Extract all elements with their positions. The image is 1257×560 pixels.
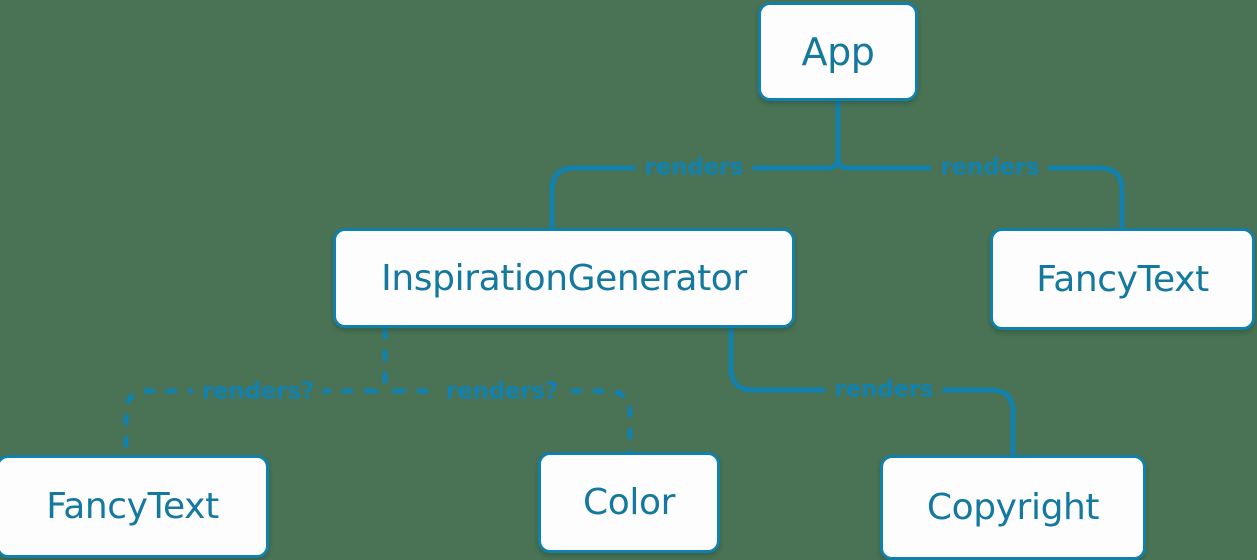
edge-inspiration-to-color xyxy=(395,388,633,452)
node-app[interactable]: App xyxy=(758,2,918,101)
edge-app-to-fancytext-right xyxy=(848,165,1125,228)
node-fancytext-bottom-label: FancyText xyxy=(46,486,219,527)
node-color-label: Color xyxy=(583,482,675,523)
node-inspiration-generator-label: InspirationGenerator xyxy=(381,257,747,299)
edge-app-trunk-right xyxy=(835,100,849,171)
node-fancytext-right-label: FancyText xyxy=(1036,258,1209,300)
edge-inspiration-dashed-stem-right xyxy=(382,328,396,394)
edge-inspiration-to-fancytext xyxy=(123,388,375,455)
node-fancytext-bottom[interactable]: FancyText xyxy=(0,455,269,558)
node-copyright-label: Copyright xyxy=(926,487,1100,528)
node-inspiration-generator[interactable]: InspirationGenerator xyxy=(333,228,795,328)
edge-label-app-to-fancytext-right: renders xyxy=(931,156,1049,180)
node-app-label: App xyxy=(801,29,875,74)
node-color[interactable]: Color xyxy=(538,452,720,553)
edge-label-inspiration-to-color: renders? xyxy=(436,380,568,404)
edge-app-to-inspiration-generator xyxy=(549,165,828,228)
node-copyright[interactable]: Copyright xyxy=(880,455,1146,560)
edge-label-app-to-inspiration-generator: renders xyxy=(635,156,753,180)
edge-label-inspiration-to-fancytext: renders? xyxy=(192,380,324,404)
node-fancytext-right[interactable]: FancyText xyxy=(990,228,1255,330)
edge-label-inspiration-to-copyright: renders xyxy=(825,378,943,402)
